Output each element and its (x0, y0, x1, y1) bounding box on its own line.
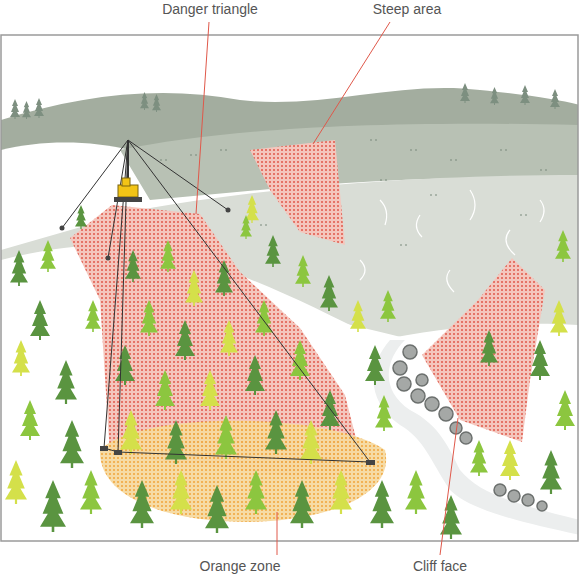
callout-label: Cliff face (411, 558, 469, 574)
callout-label: Steep area (371, 1, 444, 17)
callout-label: Danger triangle (160, 1, 260, 17)
callout-label: Orange zone (198, 558, 283, 574)
